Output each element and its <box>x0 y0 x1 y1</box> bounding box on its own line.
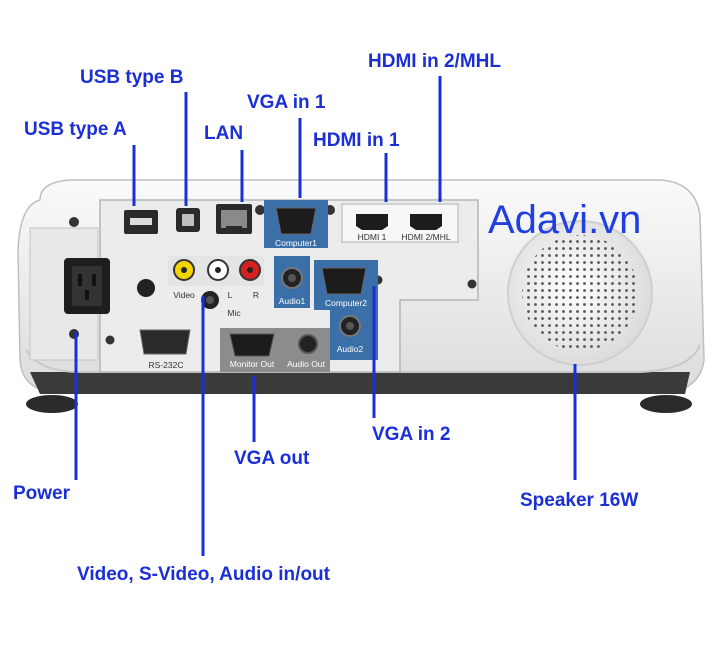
callout-vga-in-1: VGA in 1 <box>247 92 326 113</box>
callout-speaker: Speaker 16W <box>520 490 639 511</box>
r-label: R <box>253 290 259 300</box>
computer1-label: Computer1 <box>275 238 317 248</box>
callout-vga-out: VGA out <box>234 448 310 469</box>
screw <box>105 335 115 345</box>
rs232c-port <box>139 329 191 355</box>
audio-out-label: Audio Out <box>287 359 325 369</box>
callout-video-audio: Video, S-Video, Audio in/out <box>77 564 330 585</box>
brand-name: Adavi <box>488 198 589 242</box>
video-label: Video <box>173 290 195 300</box>
callout-lan: LAN <box>204 123 244 144</box>
monitor-out-label: Monitor Out <box>230 359 275 369</box>
mic-label: Mic <box>227 308 241 318</box>
callout-usb-type-b: USB type B <box>80 67 184 88</box>
speaker-grille <box>522 235 638 351</box>
hdmi-2-port <box>410 214 442 230</box>
callout-vga-in-2: VGA in 2 <box>372 424 451 445</box>
callout-hdmi-in-1: HDMI in 1 <box>313 130 400 151</box>
brand-watermark: Adavi.vn <box>488 200 641 240</box>
s-video-port <box>137 279 155 297</box>
right-foot <box>640 395 692 413</box>
callout-hdmi-in-2: HDMI in 2/MHL <box>368 51 501 72</box>
callout-power: Power <box>13 483 71 504</box>
left-foot <box>26 395 78 413</box>
screw <box>69 217 79 227</box>
body-lower-lip <box>25 344 701 373</box>
audio2-label: Audio2 <box>337 344 364 354</box>
vga-out-port <box>229 333 275 357</box>
hdmi2-label: HDMI 2/MHL <box>401 232 450 242</box>
brand-suffix: .vn <box>588 198 642 242</box>
audio-out-jack <box>298 334 318 354</box>
hdmi-1-port <box>356 214 388 230</box>
audio1-label: Audio1 <box>279 296 306 306</box>
callout-usb-type-a: USB type A <box>24 119 127 140</box>
hdmi1-label: HDMI 1 <box>358 232 387 242</box>
vga-in-2-port <box>321 267 367 295</box>
vga-in-1-port <box>275 207 317 235</box>
screw <box>255 205 265 215</box>
rs232c-label: RS-232C <box>149 360 184 370</box>
computer2-label: Computer2 <box>325 298 367 308</box>
l-label: L <box>228 290 233 300</box>
bottom-shadow <box>30 372 690 394</box>
screw <box>467 279 477 289</box>
